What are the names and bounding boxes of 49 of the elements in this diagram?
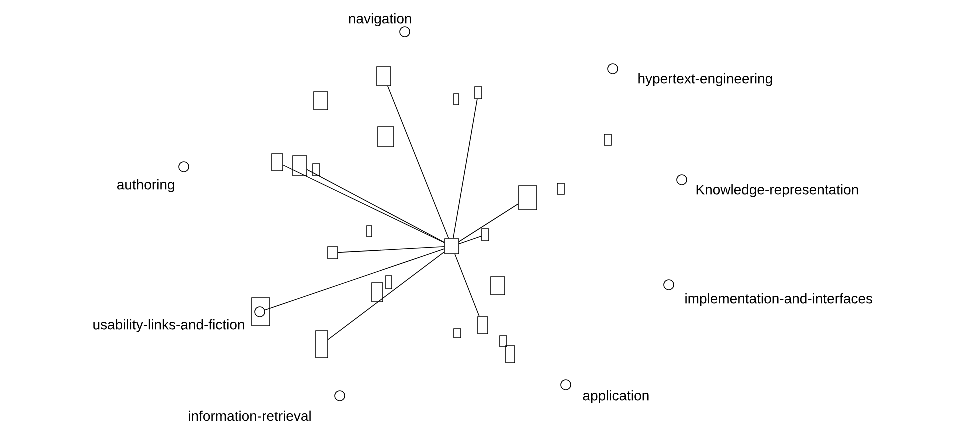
document-box: [316, 330, 328, 358]
connector-line: [452, 99, 478, 239]
document-box: [454, 94, 460, 106]
document-box: [366, 226, 372, 238]
connector-line: [459, 236, 482, 244]
connector-line: [283, 164, 445, 244]
topic-circle: [560, 380, 572, 390]
topic-label: authoring: [117, 179, 174, 193]
topic-label: application: [583, 390, 649, 404]
connector-line: [388, 86, 450, 239]
topic-label: Knowledge-representation: [696, 184, 858, 198]
document-box: [500, 336, 508, 348]
document-box: [490, 276, 506, 296]
connector-line: [454, 254, 480, 317]
document-box: [482, 228, 490, 242]
topic-label: hypertext-engineering: [638, 73, 772, 87]
document-box: [474, 86, 482, 100]
document-box: [454, 328, 462, 338]
document-box: [386, 276, 392, 290]
document-box: [444, 238, 460, 254]
topic-label: implementation-and-interfaces: [686, 293, 872, 307]
topic-circle: [664, 280, 674, 290]
connector-line: [328, 252, 445, 340]
document-box: [378, 126, 394, 148]
document-box: [372, 282, 384, 302]
document-box: [478, 316, 488, 334]
document-box: [328, 246, 338, 260]
topic-circle: [608, 64, 618, 74]
topic-circle: [254, 306, 266, 318]
document-box: [557, 183, 565, 195]
document-box: [292, 156, 308, 176]
document-box: [312, 164, 320, 176]
connector-line: [338, 246, 445, 254]
connector-line: [307, 170, 445, 243]
document-box: [376, 66, 392, 86]
document-box: [272, 154, 284, 172]
topic-circle: [334, 390, 346, 402]
document-box: [252, 298, 270, 326]
connector-line: [459, 204, 519, 242]
topic-label: usability-links-and-fiction: [94, 319, 244, 333]
document-box: [518, 186, 538, 210]
topic-circle: [178, 162, 190, 172]
topic-label: information-retrieval: [189, 410, 311, 422]
document-box: [506, 346, 516, 364]
topic-circle: [676, 174, 688, 186]
topic-circle: [400, 26, 410, 38]
document-box: [314, 92, 328, 110]
document-box: [604, 134, 612, 146]
topic-label: navigation: [349, 13, 412, 27]
